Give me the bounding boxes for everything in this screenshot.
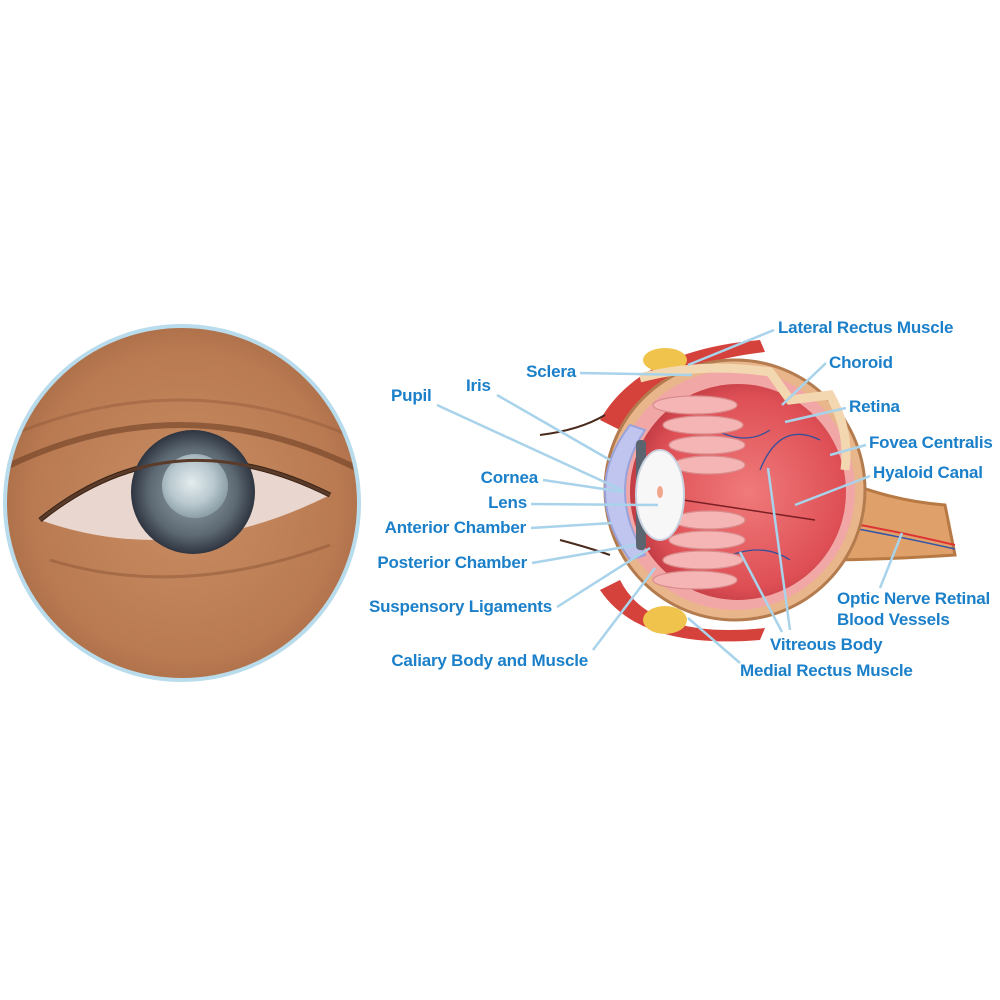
label-optic-nerve: Optic Nerve Retinal [837,589,991,608]
label-ciliary-body-and-muscle: Caliary Body and Muscle [391,651,588,670]
label-medial-rectus-muscle: Medial Rectus Muscle [740,661,913,680]
cataract-eye-photo [3,324,361,682]
label-vitreous-body: Vitreous Body [770,635,883,654]
label-blood-vessels: Blood Vessels [837,610,950,629]
label-pupil: Pupil [391,386,432,405]
label-fovea-centralis: Fovea Centralis [869,433,993,452]
label-posterior-chamber: Posterior Chamber [377,553,527,572]
label-hyaloid-canal: Hyaloid Canal [873,463,983,482]
label-lens: Lens [488,493,527,512]
label-anterior-chamber: Anterior Chamber [384,518,527,537]
eye-anatomy-diagram [539,340,957,642]
label-cornea: Cornea [480,468,539,487]
label-sclera: Sclera [526,362,576,381]
leader-lines [436,328,904,664]
label-suspensory-ligaments: Suspensory Ligaments [368,597,552,616]
label-lateral-rectus-muscle: Lateral Rectus Muscle [778,318,954,337]
label-retina: Retina [849,397,900,416]
label-iris: Iris [466,376,491,395]
label-choroid: Choroid [829,353,893,372]
